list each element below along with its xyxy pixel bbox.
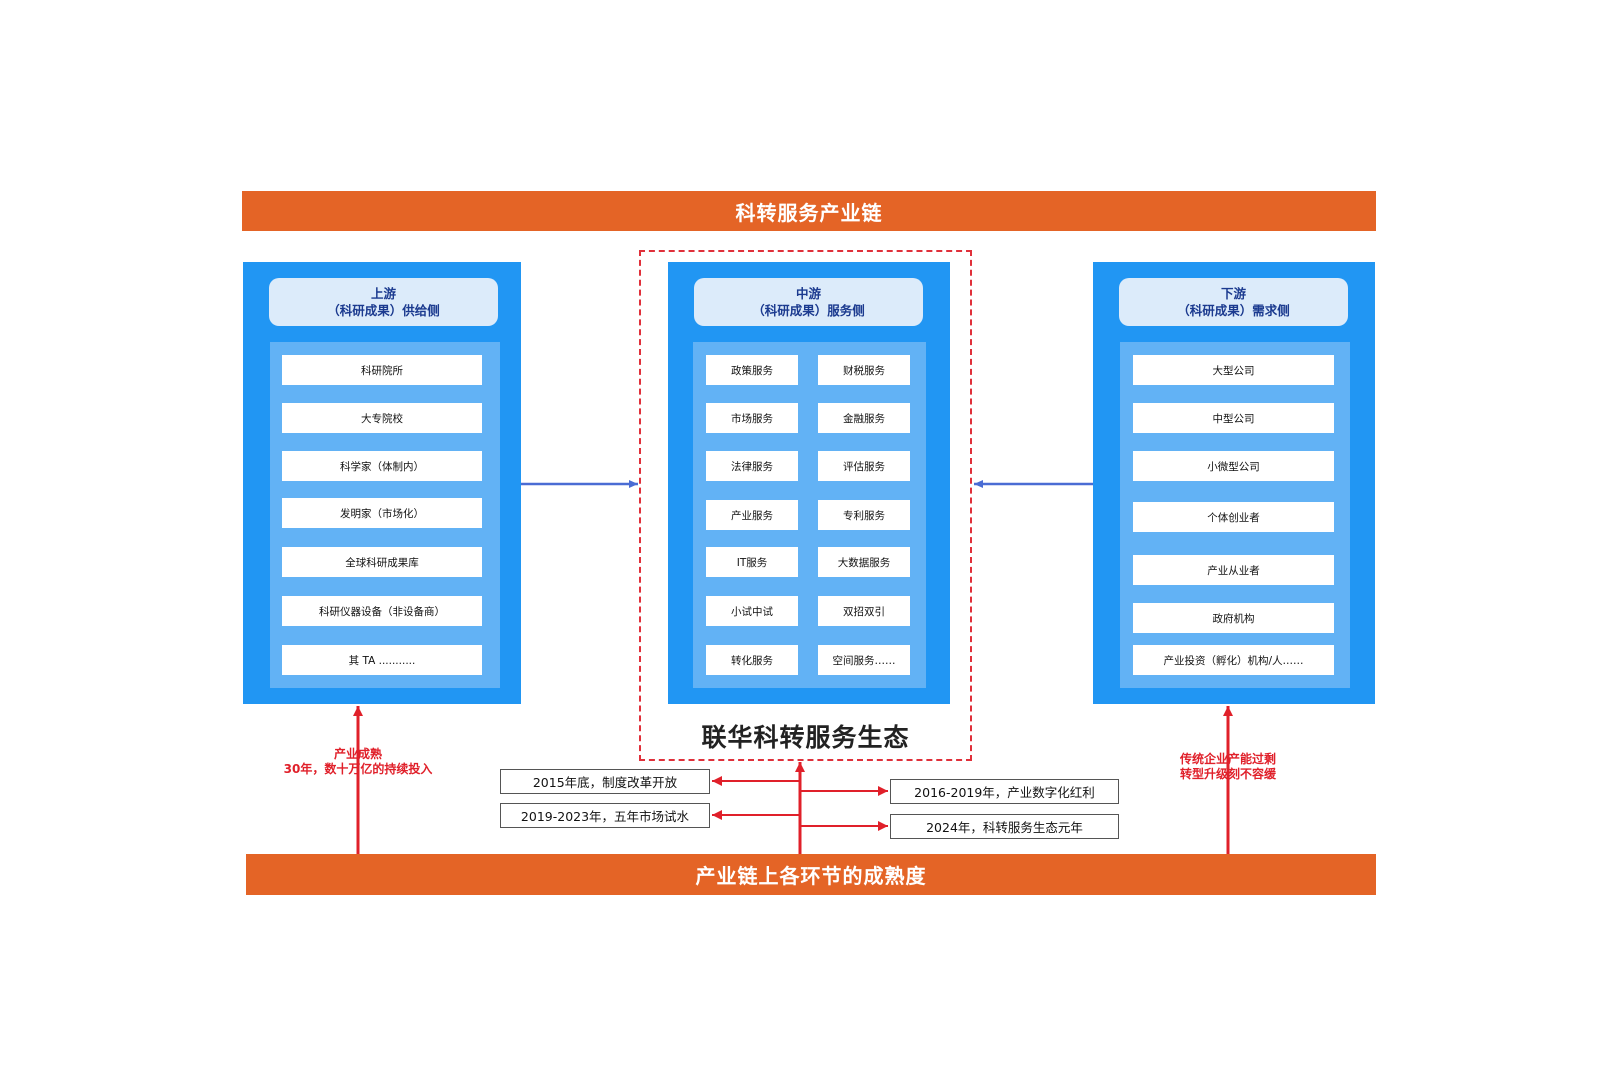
left-note-line: 产业成熟 [333, 747, 382, 761]
midstream-item: 专利服务 [818, 500, 910, 530]
downstream-item: 中型公司 [1133, 403, 1334, 433]
milestone-box: 2015年底，制度改革开放 [500, 769, 710, 794]
upstream-subtitle: （科研成果）供给侧 [327, 303, 440, 318]
upstream-item: 科研院所 [282, 355, 482, 385]
downstream-header: 下游 （科研成果）需求侧 [1119, 278, 1348, 326]
milestone-box: 2016-2019年，产业数字化红利 [890, 779, 1119, 804]
midstream-item: 法律服务 [706, 451, 798, 481]
midstream-item: 评估服务 [818, 451, 910, 481]
midstream-item: 转化服务 [706, 645, 798, 675]
right-note-line: 传统企业产能过剩 [1179, 752, 1276, 766]
downstream-title: 下游 [1220, 286, 1246, 301]
left-maturity-note: 产业成熟 30年，数十万亿的持续投入 [248, 747, 468, 777]
upstream-item: 发明家（市场化） [282, 498, 482, 528]
milestone-box: 2019-2023年，五年市场试水 [500, 803, 710, 828]
upstream-item: 其 TA ........... [282, 645, 482, 675]
upstream-item: 全球科研成果库 [282, 547, 482, 577]
downstream-item: 大型公司 [1133, 355, 1334, 385]
midstream-item: 市场服务 [706, 403, 798, 433]
midstream-header: 中游 （科研成果）服务侧 [694, 278, 923, 326]
midstream-item: 大数据服务 [818, 547, 910, 577]
right-maturity-note: 传统企业产能过剩 转型升级刻不容缓 [1118, 752, 1338, 782]
left-note-line: 30年，数十万亿的持续投入 [283, 762, 433, 776]
midstream-item: 财税服务 [818, 355, 910, 385]
top-banner: 科转服务产业链 [242, 191, 1376, 231]
ecosystem-title: 联华科转服务生态 [701, 723, 910, 752]
downstream-item: 产业从业者 [1133, 555, 1334, 585]
downstream-item: 个体创业者 [1133, 502, 1334, 532]
ecosystem-frame [639, 250, 972, 761]
upstream-title: 上游 [370, 286, 396, 301]
downstream-subtitle: （科研成果）需求侧 [1177, 303, 1290, 318]
right-note-line: 转型升级刻不容缓 [1179, 767, 1276, 781]
downstream-item: 政府机构 [1133, 603, 1334, 633]
bottom-banner: 产业链上各环节的成熟度 [246, 854, 1376, 895]
midstream-item: 产业服务 [706, 500, 798, 530]
midstream-item: 空间服务…… [818, 645, 910, 675]
midstream-item: 金融服务 [818, 403, 910, 433]
midstream-subtitle: （科研成果）服务侧 [752, 303, 865, 318]
upstream-item: 科学家（体制内） [282, 451, 482, 481]
downstream-item: 产业投资（孵化）机构/人…… [1133, 645, 1334, 675]
milestone-box: 2024年，科转服务生态元年 [890, 814, 1119, 839]
midstream-item: 小试中试 [706, 596, 798, 626]
upstream-item: 科研仪器设备（非设备商） [282, 596, 482, 626]
upstream-header: 上游 （科研成果）供给侧 [269, 278, 498, 326]
midstream-item: 政策服务 [706, 355, 798, 385]
midstream-item: 双招双引 [818, 596, 910, 626]
midstream-item: IT服务 [706, 547, 798, 577]
upstream-item: 大专院校 [282, 403, 482, 433]
midstream-title: 中游 [795, 286, 821, 301]
downstream-item: 小微型公司 [1133, 451, 1334, 481]
